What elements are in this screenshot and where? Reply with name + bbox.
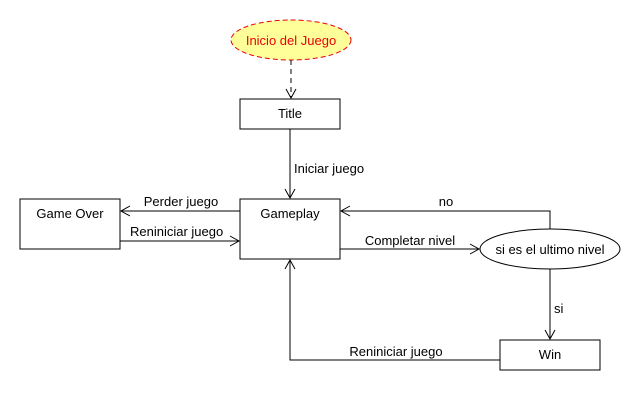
edge-label-no: no	[439, 194, 453, 209]
edge-label-perder: Perder juego	[144, 194, 218, 209]
edge-label-completar: Completar nivel	[365, 233, 455, 248]
game-over-node[interactable]: Game Over	[19, 198, 121, 250]
gameplay-label: Gameplay	[260, 206, 320, 221]
win-label: Win	[539, 347, 561, 362]
edge-label-reiniciar-gameover: Reniniciar juego	[130, 224, 223, 239]
title-box	[239, 98, 341, 130]
win-node[interactable]: Win	[499, 339, 601, 371]
gameplay-box	[239, 198, 341, 260]
start-node[interactable]: Inicio del Juego	[230, 19, 352, 61]
gameplay-node[interactable]: Gameplay	[239, 198, 341, 260]
title-label: Title	[278, 106, 302, 121]
edge-label-reiniciar-win: Reniniciar juego	[349, 344, 442, 359]
decision-label: si es el ultimo nivel	[495, 242, 604, 257]
decision-node[interactable]: si es el ultimo nivel	[479, 228, 621, 270]
edge-decision-gameplay	[339, 205, 551, 229]
edge-label-si: si	[554, 301, 564, 316]
edge-win-gameplay	[284, 258, 500, 361]
title-node[interactable]: Title	[239, 98, 341, 130]
win-box	[499, 339, 601, 371]
start-label: Inicio del Juego	[246, 33, 336, 48]
edge-label-iniciar: Iniciar juego	[294, 161, 364, 176]
game-over-label: Game Over	[36, 206, 104, 221]
game-over-box	[19, 198, 121, 250]
